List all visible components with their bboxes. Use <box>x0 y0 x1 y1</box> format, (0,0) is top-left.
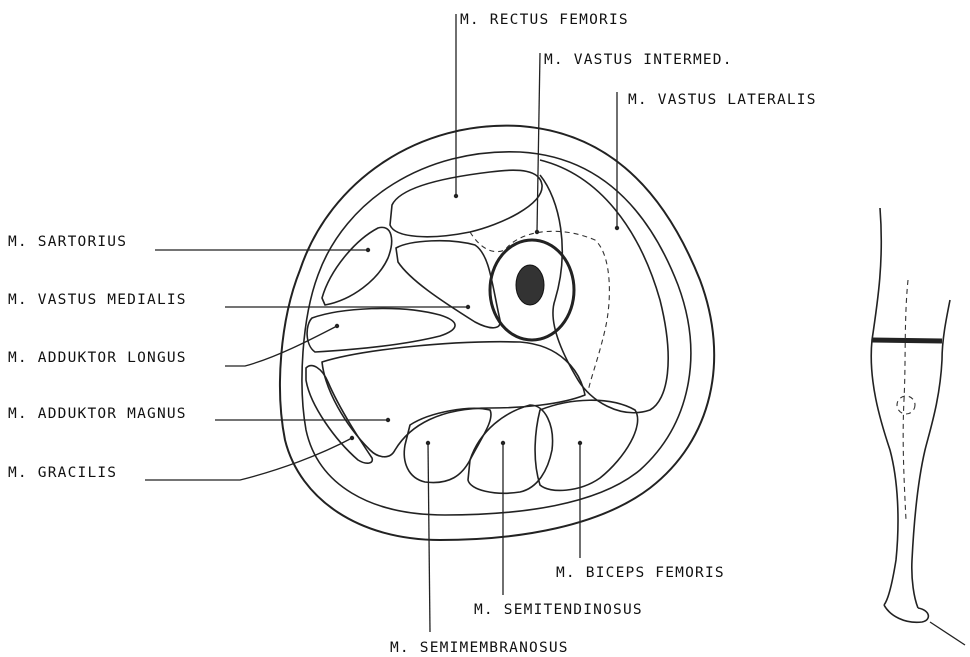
vastus-lateralis-muscle <box>540 160 668 413</box>
vastus-medialis-muscle <box>396 241 500 328</box>
sartorius-muscle <box>322 227 392 305</box>
thigh-outline <box>280 126 714 540</box>
adduktor-magnus-muscle <box>322 342 585 457</box>
label-semitendinosus: M. SEMITENDINOSUS <box>474 602 643 618</box>
label-sartorius: M. SARTORIUS <box>8 234 127 250</box>
label-adduktor-magnus: M. ADDUKTOR MAGNUS <box>8 406 187 422</box>
label-vastus-intermed: M. VASTUS INTERMED. <box>544 52 733 68</box>
label-rectus-femoris: M. RECTUS FEMORIS <box>460 12 629 28</box>
vastus-intermed-leader <box>537 53 540 232</box>
gracilis-leader <box>145 438 352 480</box>
biceps-femoris-muscle <box>535 400 638 490</box>
semimembranosus-muscle <box>404 408 491 482</box>
label-semimembranosus: M. SEMIMEMBRANOSUS <box>390 640 569 656</box>
femur-marrow <box>516 265 544 305</box>
vastus-intermedius-boundary <box>470 231 609 392</box>
label-adduktor-longus: M. ADDUKTOR LONGUS <box>8 350 187 366</box>
label-vastus-lateralis: M. VASTUS LATERALIS <box>628 92 817 108</box>
semimembranosus-leader <box>428 443 430 632</box>
label-biceps-femoris: M. BICEPS FEMORIS <box>556 565 725 581</box>
rectus-femoris-muscle <box>390 170 542 237</box>
semitendinosus-muscle <box>468 405 553 493</box>
label-vastus-medialis: M. VASTUS MEDIALIS <box>8 292 187 308</box>
gracilis-muscle <box>306 366 372 464</box>
label-gracilis: M. GRACILIS <box>8 465 117 481</box>
leg-illustration <box>871 208 965 645</box>
